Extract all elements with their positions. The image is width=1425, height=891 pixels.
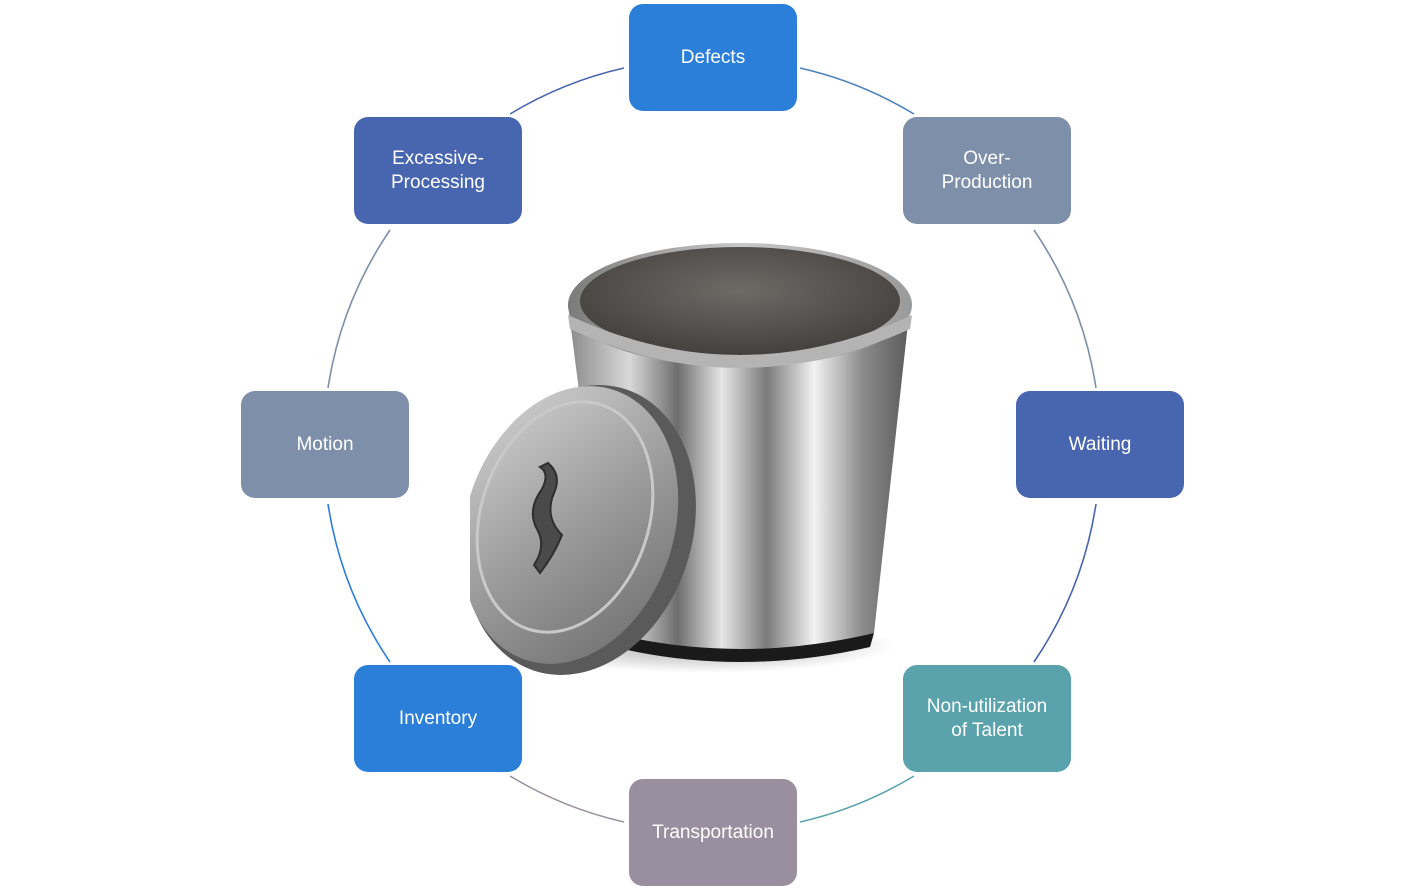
node-label: Excessive- Processing	[391, 147, 485, 193]
node-motion: Motion	[241, 391, 409, 498]
arc-transportation-inventory	[509, 775, 625, 823]
node-excessive-processing: Excessive- Processing	[354, 117, 522, 224]
node-label: Inventory	[398, 707, 478, 729]
node-label: Defects	[680, 46, 746, 68]
node-label: Over- Production	[941, 147, 1033, 193]
node-transportation: Transportation	[629, 779, 797, 886]
node-non-utilization: Non-utilization of Talent	[903, 665, 1071, 772]
arc-defects-overproduction	[799, 67, 915, 115]
node-waiting: Waiting	[1016, 391, 1184, 498]
node-label: Transportation	[652, 821, 774, 843]
node-defects: Defects	[629, 4, 797, 111]
node-label: Waiting	[1068, 433, 1132, 455]
arc-nonutilization-transportation	[799, 775, 915, 823]
arc-overproduction-waiting	[1033, 229, 1097, 389]
arc-waiting-nonutilization	[1033, 503, 1097, 663]
node-inventory: Inventory	[354, 665, 522, 772]
node-over-production: Over- Production	[903, 117, 1071, 224]
arc-inventory-motion	[327, 503, 391, 663]
trash-can-icon	[470, 243, 912, 675]
arc-motion-excessive	[327, 229, 391, 389]
arc-excessive-defects	[509, 67, 625, 115]
node-label: Motion	[296, 433, 354, 455]
node-label: Non-utilization of Talent	[926, 695, 1048, 741]
